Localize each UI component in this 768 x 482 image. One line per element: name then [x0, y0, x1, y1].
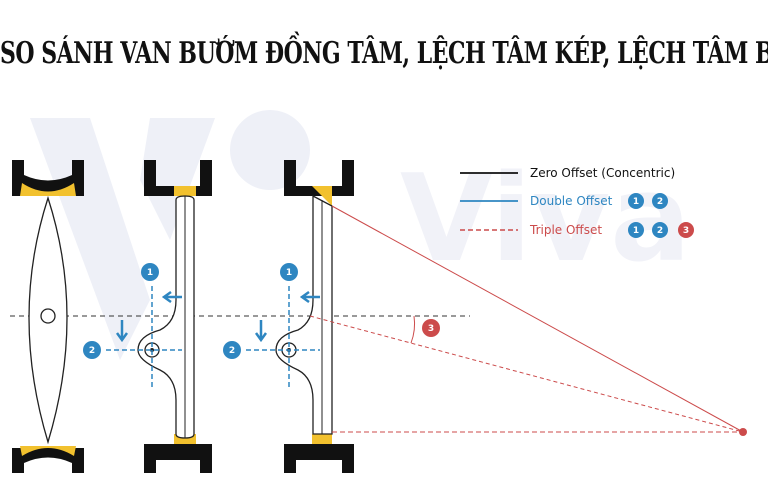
bottom-seat: [20, 446, 76, 456]
bottom-body-section: [284, 444, 354, 473]
disc: [275, 194, 333, 435]
marker-1a: 1: [141, 263, 159, 281]
triple-offset-cone: [309, 205, 747, 436]
marker-label: 3: [428, 324, 434, 334]
marker-1b: 1: [280, 263, 298, 281]
bottom-body-section: [144, 444, 212, 473]
watermark-logo: Viva: [30, 110, 691, 360]
cone-apex-dot: [739, 428, 747, 436]
marker-2b: 2: [223, 341, 241, 359]
bottom-seat: [312, 434, 332, 444]
angle-arc: [410, 315, 416, 344]
offset2-arrow: [115, 320, 129, 343]
marker-label: 2: [229, 346, 235, 356]
legend-label: Zero Offset (Concentric): [530, 166, 675, 180]
legend-badge: 3: [683, 226, 689, 236]
legend-badge: 1: [633, 197, 639, 207]
offset2-arrow: [254, 320, 268, 343]
bottom-seat: [174, 434, 196, 444]
top-body-section: [284, 160, 354, 196]
legend-label: Triple Offset: [529, 223, 602, 237]
stem-circle: [40, 308, 56, 324]
top-seat: [312, 186, 332, 206]
page-title: SO SÁNH VAN BƯỚM ĐỒNG TÂM, LỆCH TÂM KÉP,…: [0, 36, 768, 72]
marker-3: 3: [422, 319, 440, 337]
disc: [137, 195, 195, 439]
marker-label: 2: [89, 346, 95, 356]
double-offset-valve: [106, 160, 212, 473]
legend-item-triple: Triple Offset 1 2 3: [460, 222, 694, 238]
top-seat: [174, 186, 196, 196]
legend-item-concentric: Zero Offset (Concentric): [460, 166, 675, 180]
marker-label: 1: [147, 268, 153, 278]
top-seat: [20, 183, 76, 196]
offset1-arrow: [161, 290, 182, 304]
bottom-body-section: [12, 448, 84, 473]
top-body-section: [12, 160, 84, 196]
marker-2a: 2: [83, 341, 101, 359]
legend-item-double: Double Offset 1 2: [460, 193, 668, 209]
cone-line-top: [331, 205, 744, 433]
offset1-arrow: [299, 290, 320, 304]
legend-badge: 1: [633, 226, 639, 236]
triple-offset-valve: [246, 160, 354, 473]
cone-axis: [309, 315, 744, 433]
legend-label: Double Offset: [530, 194, 613, 208]
marker-label: 1: [286, 268, 292, 278]
watermark-text: Viva: [400, 150, 691, 289]
legend-badge: 2: [657, 226, 663, 236]
concentric-valve: [12, 160, 84, 473]
legend: Zero Offset (Concentric) Double Offset 1…: [460, 166, 694, 238]
legend-badge: 2: [657, 197, 663, 207]
